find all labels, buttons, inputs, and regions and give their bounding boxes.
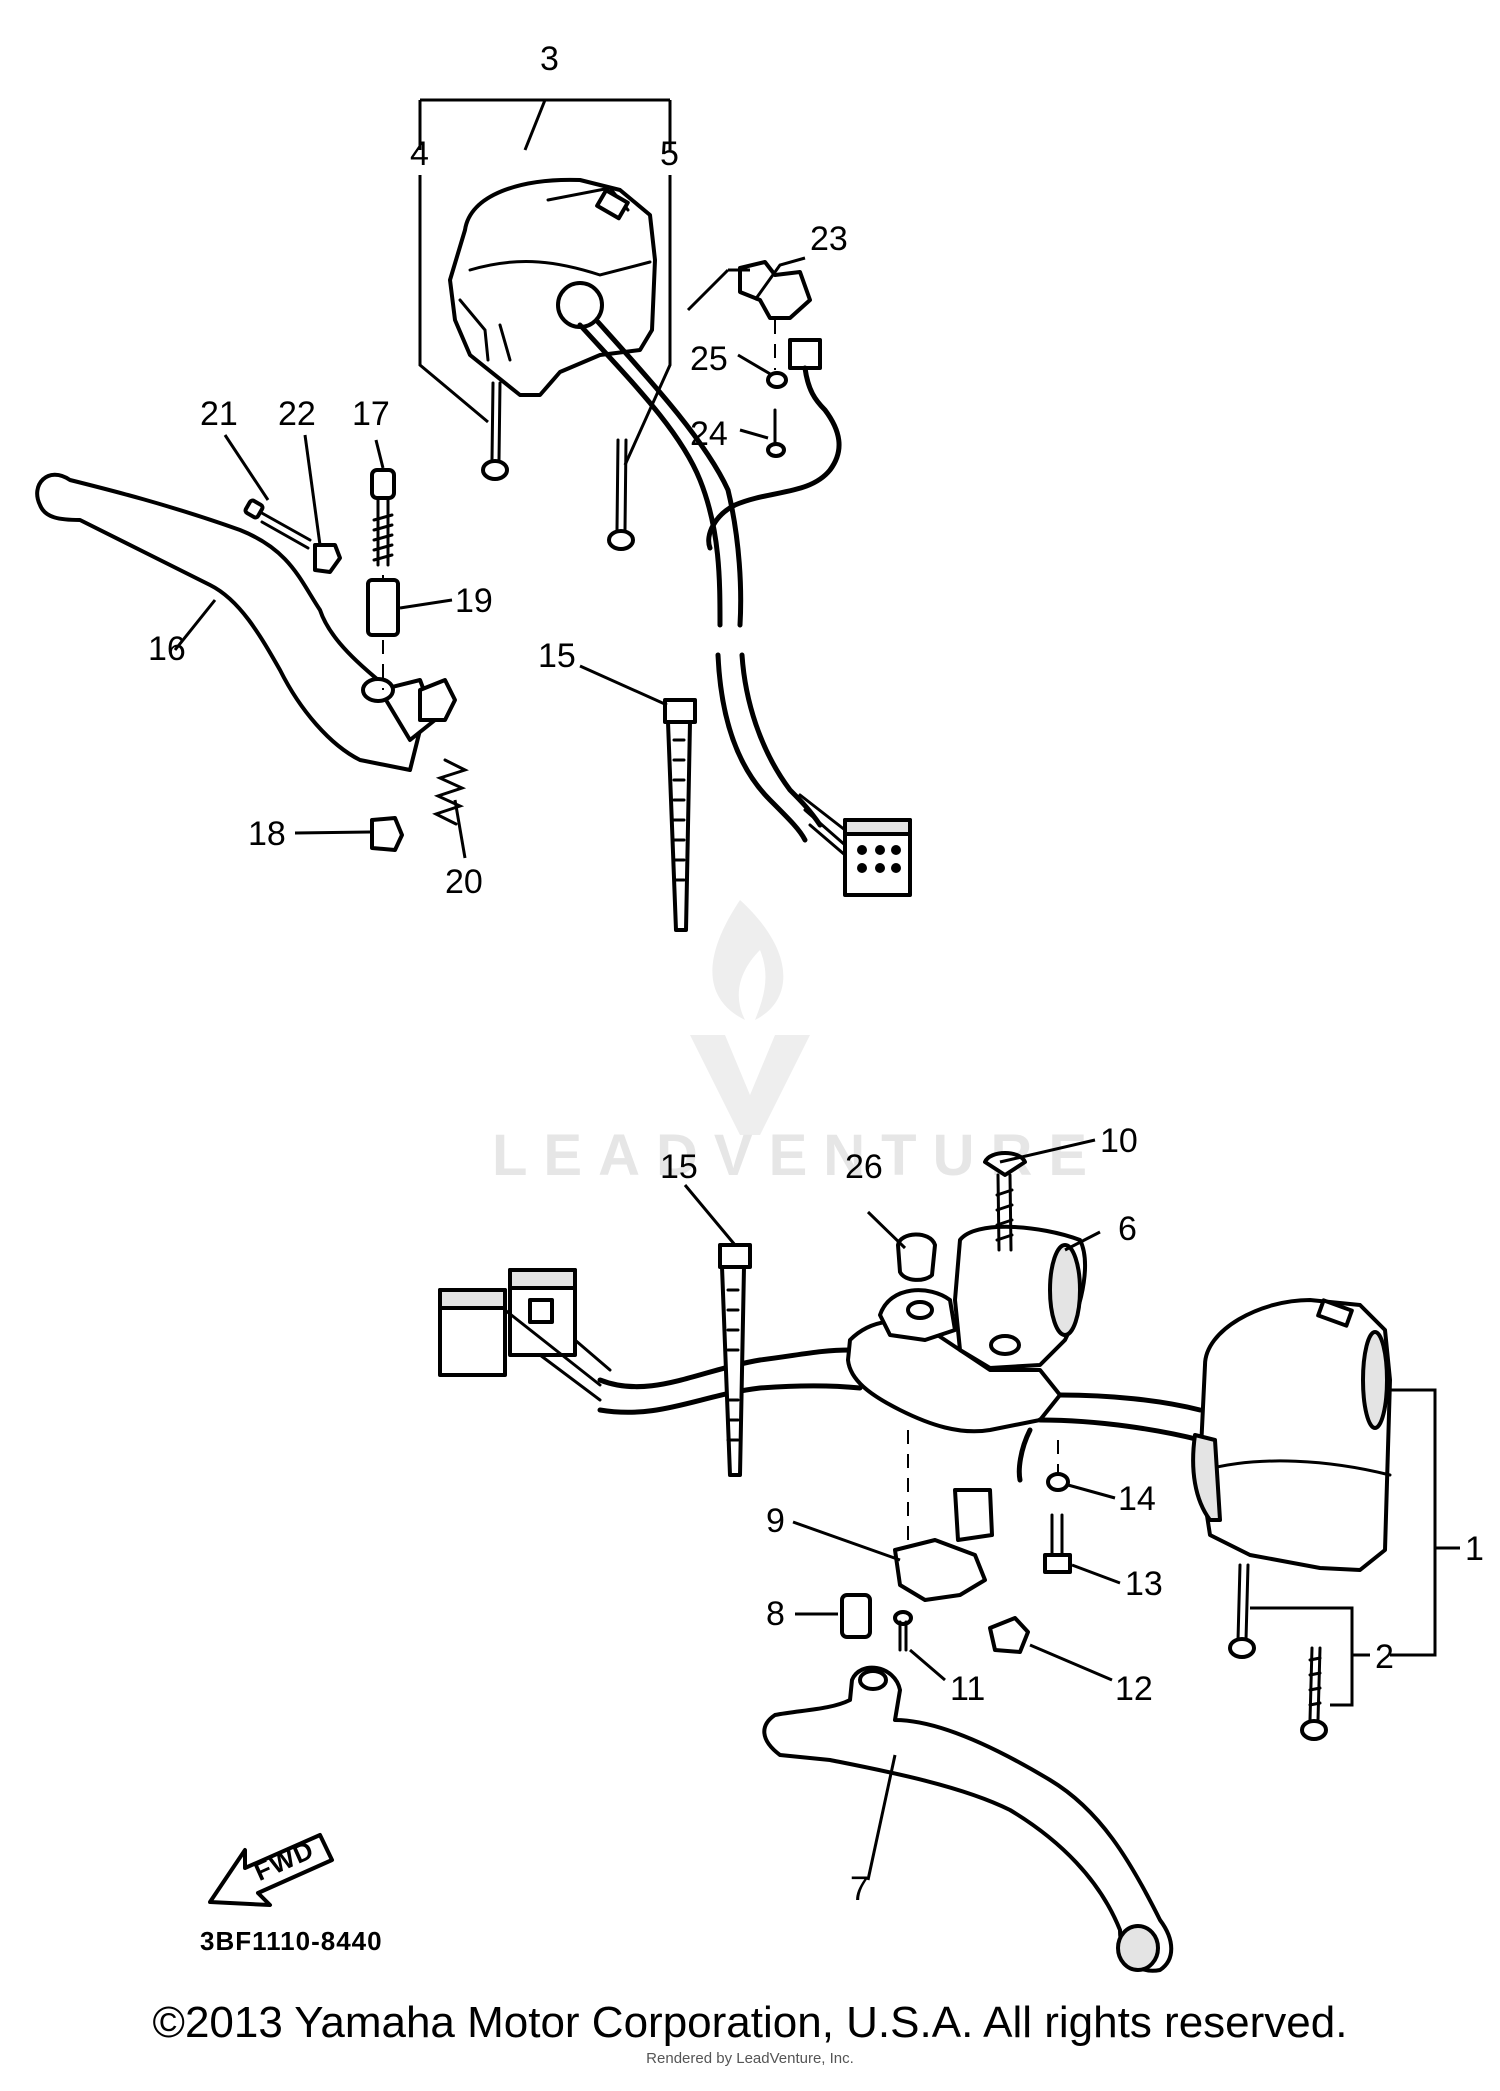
- switch-screw-2a: [1228, 1563, 1256, 1659]
- callout-17: 17: [352, 395, 390, 433]
- callout-23: 23: [810, 220, 848, 258]
- callout-5: 5: [660, 135, 679, 173]
- callout-13: 13: [1125, 1565, 1163, 1603]
- switch-screw-2b: [1300, 1646, 1328, 1741]
- switch-screw-left: [481, 381, 509, 481]
- lever-holder: [846, 1224, 1087, 1434]
- handlebar-switch-left: [448, 177, 657, 397]
- collar-8: [840, 1593, 872, 1639]
- cap-26: [896, 1232, 937, 1282]
- callout-12: 12: [1115, 1670, 1153, 1708]
- washer-25: [766, 371, 788, 389]
- callout-4: 4: [410, 135, 429, 173]
- callout-11: 11: [950, 1670, 985, 1708]
- callout-2: 2: [1375, 1638, 1394, 1676]
- rendered-by-note: Rendered by LeadVenture, Inc.: [646, 2050, 854, 2067]
- fwd-arrow: FWD: [208, 1833, 334, 1907]
- part-code: 3BF1110-8440: [200, 1926, 383, 1956]
- handlebar-switch-right: [1191, 1298, 1392, 1572]
- callout-6: 6: [1118, 1210, 1137, 1248]
- callout-19: 19: [455, 582, 493, 620]
- callout-26: 26: [845, 1148, 883, 1186]
- callout-25: 25: [690, 340, 728, 378]
- screw-13: [1043, 1513, 1072, 1574]
- watermark-text: LEADVENTURE: [492, 1123, 1103, 1188]
- callout-7: 7: [850, 1870, 869, 1908]
- nut-12: [988, 1616, 1030, 1654]
- callout-21: 21: [200, 395, 238, 433]
- callout-24: 24: [690, 415, 728, 453]
- screw-24: [766, 408, 786, 458]
- nut-22: [313, 543, 342, 574]
- adjuster-bolt-21: [243, 498, 312, 550]
- cable-tie-lower: [718, 1243, 752, 1477]
- watermark: LEADVENTURE: [492, 900, 1103, 1188]
- wire-connector-lower: [438, 1268, 612, 1402]
- lever-bolt-17: [370, 468, 396, 567]
- spring-20: [432, 758, 469, 826]
- washer-14: [1046, 1472, 1070, 1492]
- copyright-notice: ©2013 Yamaha Motor Corporation, U.S.A. A…: [152, 1998, 1348, 2047]
- callout-14: 14: [1118, 1480, 1156, 1518]
- callout-9: 9: [766, 1502, 785, 1540]
- locknut-18: [370, 816, 404, 852]
- callout-18: 18: [248, 815, 286, 853]
- cable-tie-upper: [663, 698, 697, 932]
- adjuster-knob: [418, 678, 457, 722]
- collar-19: [366, 578, 400, 637]
- callout-16: 16: [148, 630, 186, 668]
- switch-screw-right: [607, 438, 635, 551]
- callout-15-lower: 15: [660, 1148, 698, 1186]
- wire-connector-upper: [798, 793, 912, 897]
- leader-lines: [173, 256, 1121, 1881]
- screw-11: [893, 1610, 913, 1652]
- callouts: 3 4 5 23 25 24 21 22 17 19 16 15 18 20 1…: [148, 40, 1484, 1908]
- brake-light-switch: [706, 260, 842, 551]
- front-brake-switch: [893, 1488, 994, 1602]
- brake-lever: [762, 1665, 1174, 1973]
- callout-3: 3: [540, 40, 559, 78]
- callout-10: 10: [1100, 1122, 1138, 1160]
- callout-20: 20: [445, 863, 483, 901]
- callout-8: 8: [766, 1595, 785, 1633]
- callout-15-upper: 15: [538, 637, 576, 675]
- callout-22: 22: [278, 395, 316, 433]
- callout-1: 1: [1465, 1530, 1484, 1568]
